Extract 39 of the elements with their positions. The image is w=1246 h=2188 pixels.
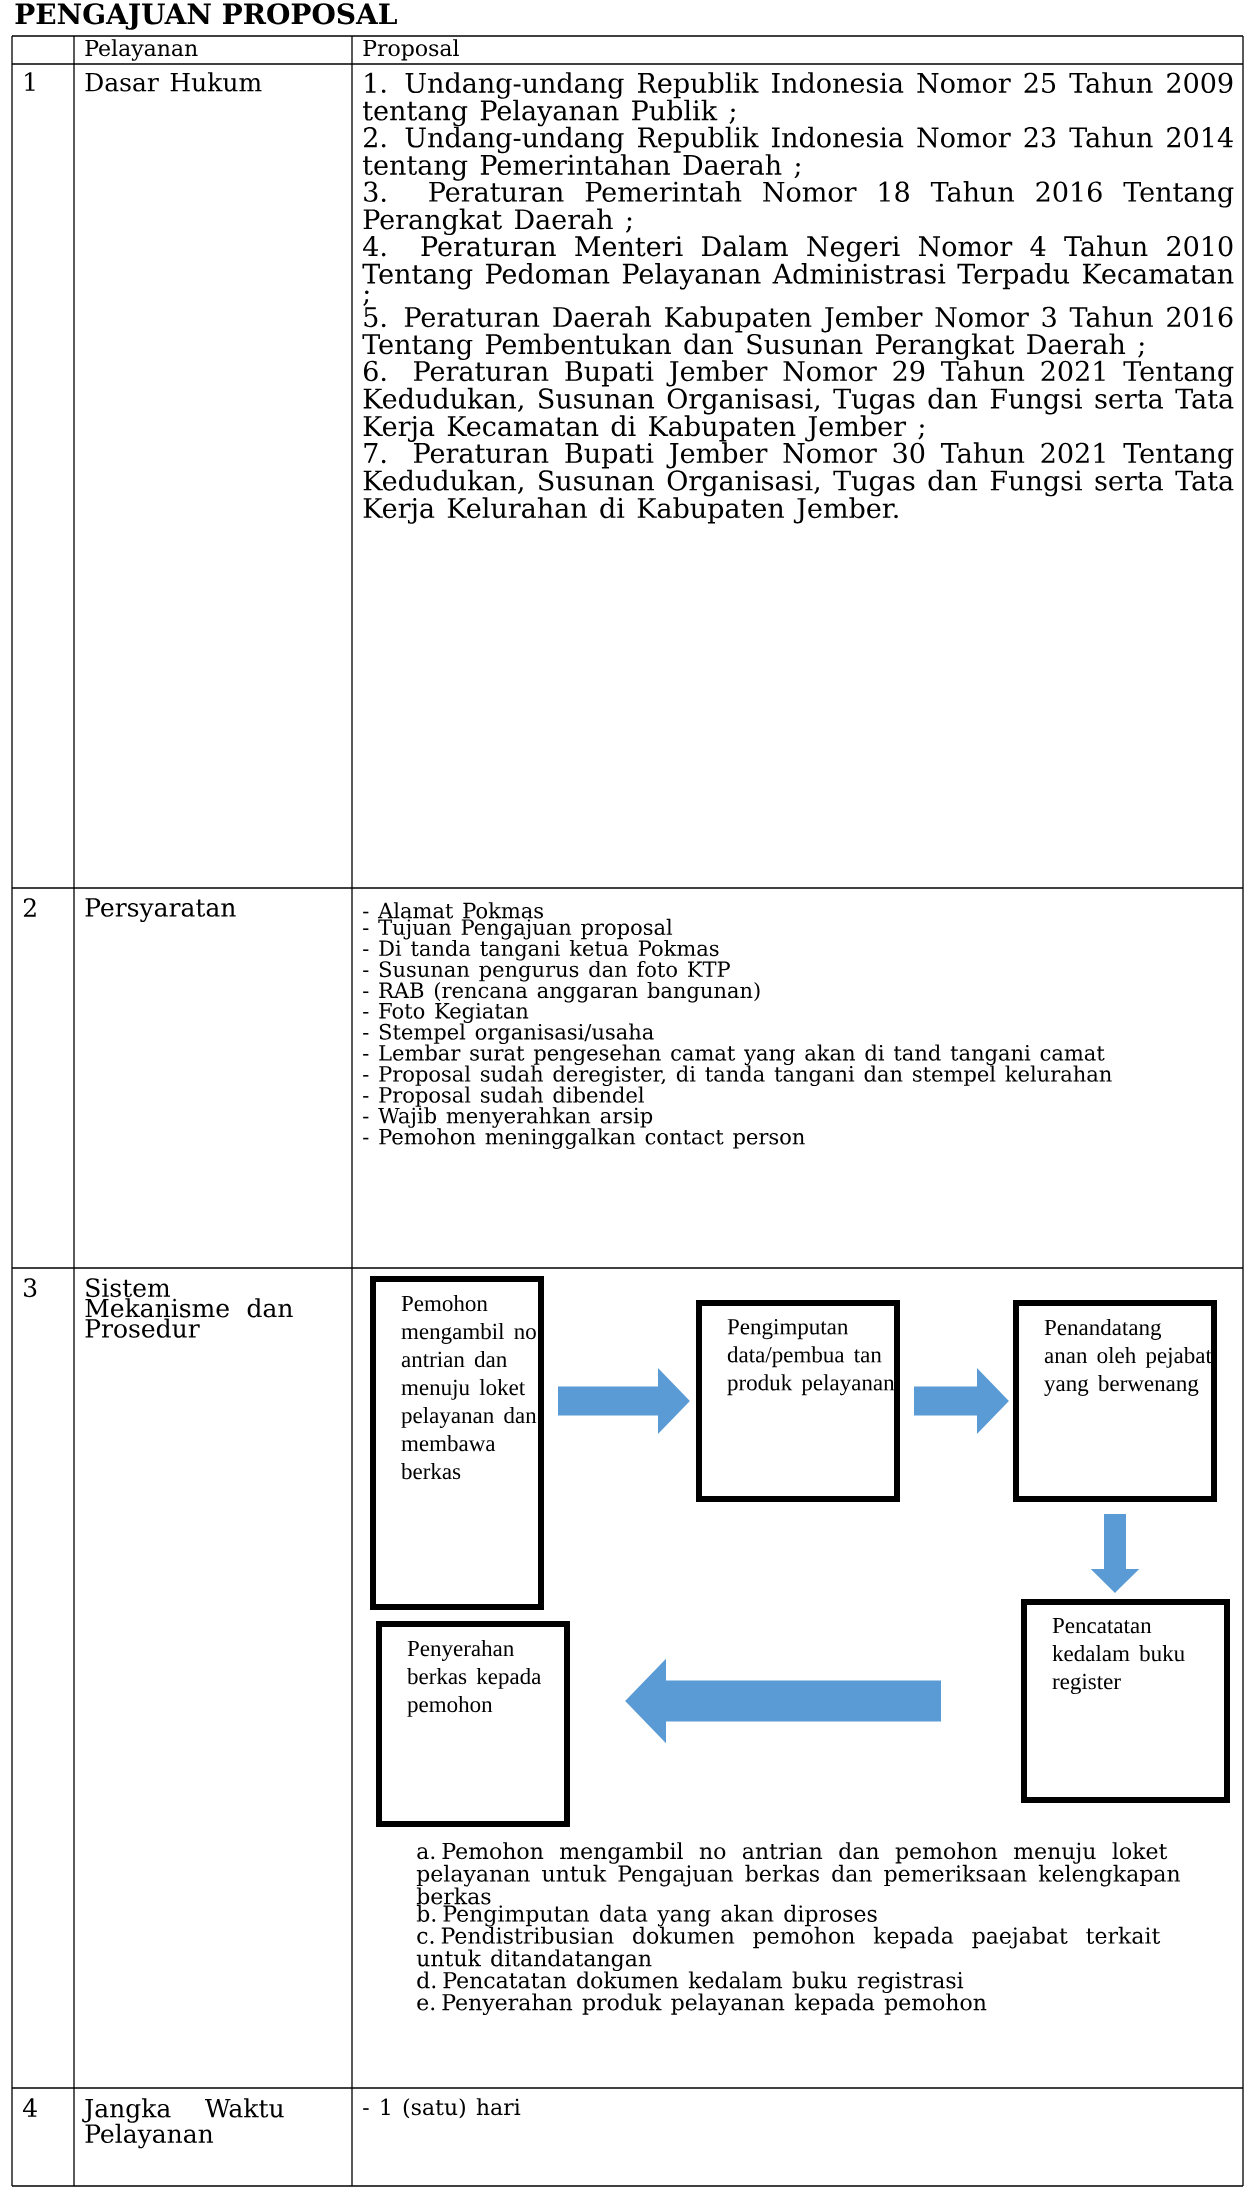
requirement-item: - Di tanda tangani ketua Pokmas (363, 939, 719, 961)
legal-basis-item: 2. Undang-undang Republik Indonesia Nomor 23 Tahun 2014 tentang Pemerintahan Daerah ; (363, 126, 1233, 181)
process-box: Pemohon mengambil no antrian dan menuju loket pelayanan dan membawa berkas (370, 1276, 544, 1610)
requirement-item: - Foto Kegiatan (363, 1002, 529, 1024)
header-text: Pelayanan (85, 39, 198, 61)
legal-basis-item: 5. Peraturan Daerah Kabupaten Jember Nomor 3 Tahun 2016 Tentang Pembentukan dan Susunan Perangkat Daerah ; (362, 306, 1233, 360)
service-name: Jangka Waktu Pelayanan (82, 2098, 284, 2149)
legal-basis-item: 1. Undang-undang Republik Indonesia Nomor 25 Tahun 2009 tentang Pelayanan Publik ; (363, 72, 1233, 127)
requirement-item: - Pemohon meninggalkan contact person (363, 1128, 805, 1149)
legal-basis-item: 7. Peraturan Bupati Jember Nomor 30 Tahun 2021 Tentang Kedudukan, Susunan Organisasi, Tugas dan Fungsi serta Tata Kerja Kelurahan di Kabupaten Jember. (363, 442, 1234, 524)
process-box: Penandatang anan oleh pejabat yang berwenang (1013, 1300, 1217, 1502)
legal-basis-item: 4. Peraturan Menteri Dalam Negeri Nomor 4 Tahun 2010 Tentang Pedoman Pelayanan Administrasi Terpadu Kecamatan ; (362, 235, 1234, 306)
procedure-step: d. Pencatatan dokumen kedalam buku registrasi (417, 1971, 964, 1994)
requirement-item: - Alamat Pokmas (363, 902, 543, 919)
requirement-item: - RAB (rencana anggaran bangunan) (363, 981, 760, 1003)
process-box: Pencatatan kedalam buku register (1021, 1599, 1230, 1803)
process-box: Penyerahan berkas kepada pemohon (376, 1621, 570, 1827)
row-number: 3 (24, 1278, 37, 1298)
row-number: 4 (22, 2098, 37, 2117)
duration-text: - 1 (satu) hari (363, 2098, 521, 2119)
requirement-item: - Proposal sudah dibendel (363, 1086, 644, 1107)
procedure-step: b. Pengimputan data yang akan diproses (416, 1904, 877, 1927)
title: PENGAJUAN PROPOSAL (15, 3, 397, 30)
requirement-item: - Wajib menyerahkan arsip (363, 1107, 653, 1128)
requirement-item: - Tujuan Pengajuan proposal (363, 918, 673, 940)
requirement-item: - Proposal sudah deregister, di tanda tangani dan stempel kelurahan (363, 1065, 1112, 1087)
procedure-step: e. Penyerahan produk pelayanan kepada pemohon (417, 1993, 987, 2016)
row-number: 1 (25, 72, 35, 91)
requirement-item: - Stempel organisasi/usaha (363, 1023, 654, 1045)
process-box: Pengimputan data/pembua tan produk pelayanan (696, 1300, 900, 1502)
header-text: Proposal (363, 39, 459, 61)
requirement-item: - Susunan pengurus dan foto KTP (363, 960, 730, 982)
service-name: Dasar Hukum (85, 72, 262, 92)
service-name: Sistem Mekanisme dan Prosedur (85, 1278, 293, 1338)
row-number: 2 (23, 898, 36, 917)
service-name: Persyaratan (85, 898, 236, 922)
requirement-item: - Lembar surat pengesehan camat yang akan di tand tangani camat (363, 1044, 1105, 1066)
legal-basis-item: 6. Peraturan Bupati Jember Nomor 29 Tahun 2021 Tentang Kedudukan, Susunan Organisasi, Tugas dan Fungsi serta Tata Kerja Kecamatan di Kabupaten Jember ; (363, 360, 1234, 442)
legal-basis-item: 3. Peraturan Pemerintah Nomor 18 Tahun 2016 Tentang Perangkat Daerah ; (363, 181, 1234, 236)
